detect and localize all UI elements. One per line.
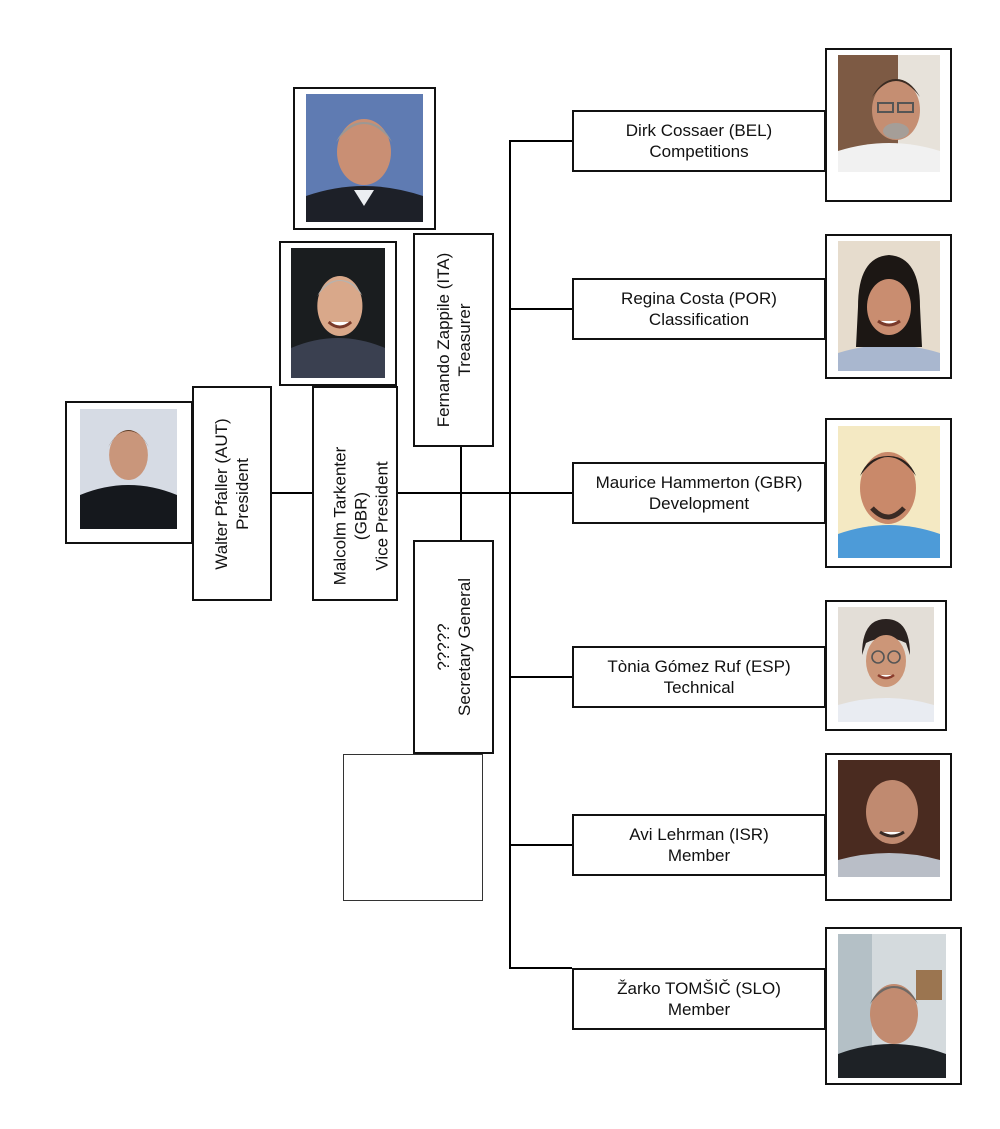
- member-box-dirk-cossaer: Dirk Cossaer (BEL) Competitions: [572, 110, 826, 172]
- connector-line: [509, 967, 572, 969]
- president-photo: [80, 409, 177, 529]
- vice-president-photo: [291, 248, 385, 378]
- member-name: Regina Costa (POR): [621, 289, 777, 308]
- member-photo-regina-costa: [838, 241, 940, 371]
- member-role: Member: [667, 846, 731, 865]
- secretary-general-box: ????? Secretary General: [413, 540, 494, 754]
- treasurer-role: Treasurer: [454, 303, 474, 377]
- connector-line: [509, 140, 572, 142]
- vice-president-name-line2: (GBR): [351, 491, 371, 540]
- secretary-role: Secretary General: [454, 578, 474, 716]
- member-photo-zarko-tomsic: [838, 934, 946, 1078]
- vice-president-name-line1: Malcolm Tarkenter: [330, 446, 350, 585]
- member-box-zarko-tomsic: Žarko TOMŠIČ (SLO) Member: [572, 968, 826, 1030]
- treasurer-box: Fernando Zappile (ITA) Treasurer: [413, 233, 494, 447]
- member-name: Žarko TOMŠIČ (SLO): [617, 979, 781, 998]
- vice-president-box: Malcolm Tarkenter (GBR) Vice President: [312, 386, 398, 601]
- member-photo-dirk-cossaer: [838, 55, 940, 172]
- member-role: Development: [648, 494, 750, 513]
- president-role: President: [233, 457, 252, 530]
- connector-line: [272, 492, 572, 494]
- member-role: Competitions: [649, 142, 749, 161]
- connector-line: [509, 844, 572, 846]
- member-photo-tonia-gomez-ruf: [838, 607, 934, 722]
- treasurer-name: Fernando Zappile (ITA): [433, 252, 453, 428]
- president-box: Walter Pfaller (AUT) President: [192, 386, 272, 601]
- member-name: Tònia Gómez Ruf (ESP): [607, 657, 791, 676]
- member-photo-maurice-hammerton: [838, 426, 940, 558]
- member-role: Classification: [648, 310, 750, 329]
- connector-line: [509, 140, 511, 969]
- member-role: Technical: [663, 678, 735, 697]
- connector-line: [509, 676, 572, 678]
- member-box-tonia-gomez-ruf: Tònia Gómez Ruf (ESP) Technical: [572, 646, 826, 708]
- member-name: Dirk Cossaer (BEL): [625, 121, 773, 140]
- treasurer-photo: [306, 94, 423, 222]
- member-box-avi-lehrman: Avi Lehrman (ISR) Member: [572, 814, 826, 876]
- connector-line: [509, 308, 572, 310]
- secretary-name: ?????: [433, 623, 453, 671]
- member-photo-avi-lehrman: [838, 760, 940, 877]
- member-box-regina-costa: Regina Costa (POR) Classification: [572, 278, 826, 340]
- member-name: Avi Lehrman (ISR): [629, 825, 769, 844]
- member-name: Maurice Hammerton (GBR): [595, 473, 803, 492]
- member-box-maurice-hammerton: Maurice Hammerton (GBR) Development: [572, 462, 826, 524]
- president-name: Walter Pfaller (AUT): [212, 417, 231, 570]
- secretary-photo-placeholder: [343, 754, 483, 901]
- connector-line: [460, 446, 462, 540]
- vice-president-role: Vice President: [372, 460, 392, 571]
- member-role: Member: [667, 1000, 731, 1019]
